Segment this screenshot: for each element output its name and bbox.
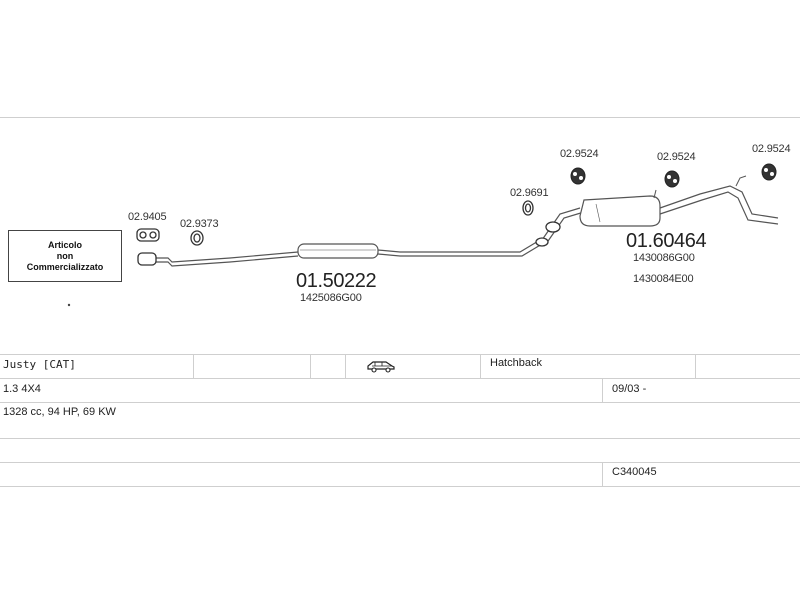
vehicle-engine: 1.3 4X4 [3, 383, 41, 395]
part-mount-2-label[interactable]: 02.9524 [657, 151, 696, 163]
mount-1-icon [570, 167, 586, 185]
table-border-bottom [0, 486, 800, 487]
not-available-note: Articolo non Commercializzato [8, 230, 122, 282]
note-line-3: Commercializzato [26, 261, 104, 272]
table-row-divider-1 [0, 378, 800, 379]
table-col-divider [193, 354, 194, 378]
part-clamp-a-label[interactable]: 02.9405 [128, 211, 167, 223]
tail-pipe [659, 185, 779, 219]
note-line-1: Articolo [47, 239, 82, 250]
table-row-divider-2 [0, 402, 800, 403]
exhaust-diagram [67, 163, 779, 307]
part-middle-oem: 1425086G00 [300, 292, 362, 304]
part-rear-code[interactable]: 01.60464 [626, 230, 707, 252]
table-col-divider [695, 354, 696, 378]
part-mount-1-label[interactable]: 02.9524 [560, 148, 599, 160]
table-col-divider [602, 378, 603, 402]
rear-silencer [579, 195, 661, 227]
link-pipe [541, 207, 581, 241]
part-mount-3-label[interactable]: 02.9524 [752, 143, 791, 155]
middle-silencer [297, 243, 379, 259]
table-col-divider [310, 354, 311, 378]
table-row-divider-4 [0, 462, 800, 463]
flange-mid-icon [545, 221, 561, 233]
table-col-divider [602, 462, 603, 486]
table-col-divider [480, 354, 481, 378]
vehicle-body: Hatchback [490, 357, 542, 369]
mount-2-icon [664, 170, 680, 188]
part-ring-a-label[interactable]: 02.9373 [180, 218, 219, 230]
mid-pipe [377, 239, 541, 253]
part-rear-oem-2: 1430084E00 [633, 273, 694, 285]
table-row-divider-3 [0, 438, 800, 439]
note-line-2: non [56, 250, 74, 261]
flange-front-icon [137, 252, 157, 266]
car-icon [367, 361, 395, 373]
table-border-top [0, 354, 800, 355]
vehicle-model: Justy [CAT] [3, 358, 76, 371]
table-col-divider [345, 354, 346, 378]
vehicle-specs: 1328 cc, 94 HP, 69 KW [3, 406, 116, 418]
part-ring-b-label[interactable]: 02.9691 [510, 187, 549, 199]
diagram-top-border [0, 117, 800, 118]
vehicle-date: 09/03 - [612, 383, 647, 395]
front-pipe [150, 251, 299, 263]
part-middle-code[interactable]: 01.50222 [296, 270, 377, 292]
part-rear-oem-1: 1430086G00 [633, 252, 695, 264]
mount-3-icon [761, 163, 777, 181]
vehicle-code: C340045 [612, 466, 657, 478]
